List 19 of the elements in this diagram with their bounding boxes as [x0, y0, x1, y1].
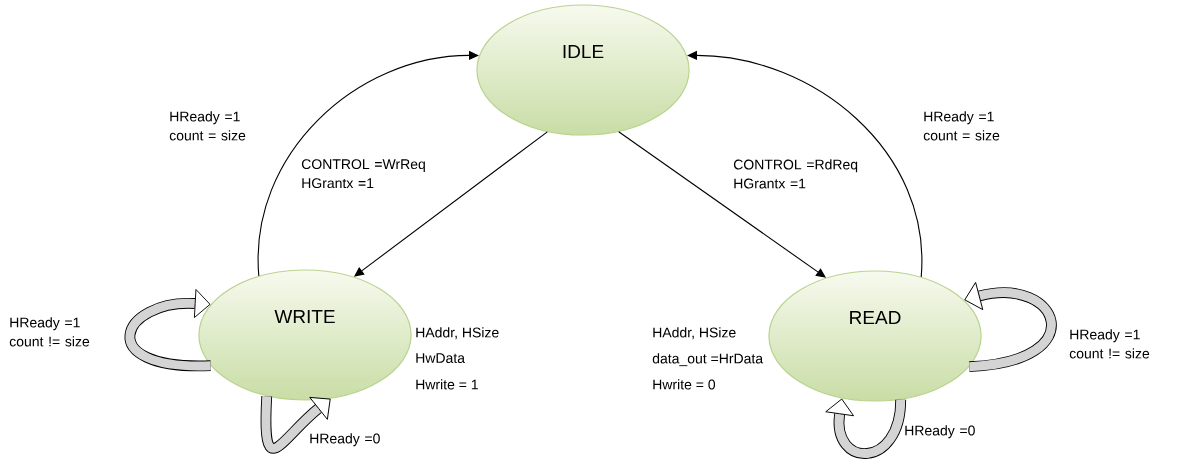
- arrow: [258, 50, 479, 277]
- edge-label: HReady =0: [905, 425, 975, 439]
- signal-text: Hwrite = 0: [653, 379, 716, 390]
- edge-label: HReady =1 count != size: [1069, 329, 1150, 359]
- signal-text: HwData: [416, 353, 465, 363]
- signal-text: data_out =HrData: [652, 353, 764, 367]
- block-arrow: [964, 282, 1057, 373]
- block-arrow: [124, 289, 211, 372]
- signal-text: HAddr, HSize: [416, 327, 499, 340]
- edge-label: HReady =1 count = size: [169, 111, 246, 141]
- block-arrow: [825, 398, 907, 459]
- edge-label: HReady =1 count = size: [923, 111, 1000, 141]
- signal-text: HAddr, HSize: [653, 327, 736, 340]
- block-arrow: [260, 396, 331, 454]
- edge-label: CONTROL =WrReq HGrantx =1: [301, 159, 425, 189]
- edge-label: HReady =0: [310, 433, 380, 447]
- signal-text: Hwrite = 1: [416, 379, 478, 390]
- edge-label: CONTROL =RdReq HGrantx =1: [733, 159, 858, 189]
- edge-label: HReady =1 count != size: [9, 317, 90, 347]
